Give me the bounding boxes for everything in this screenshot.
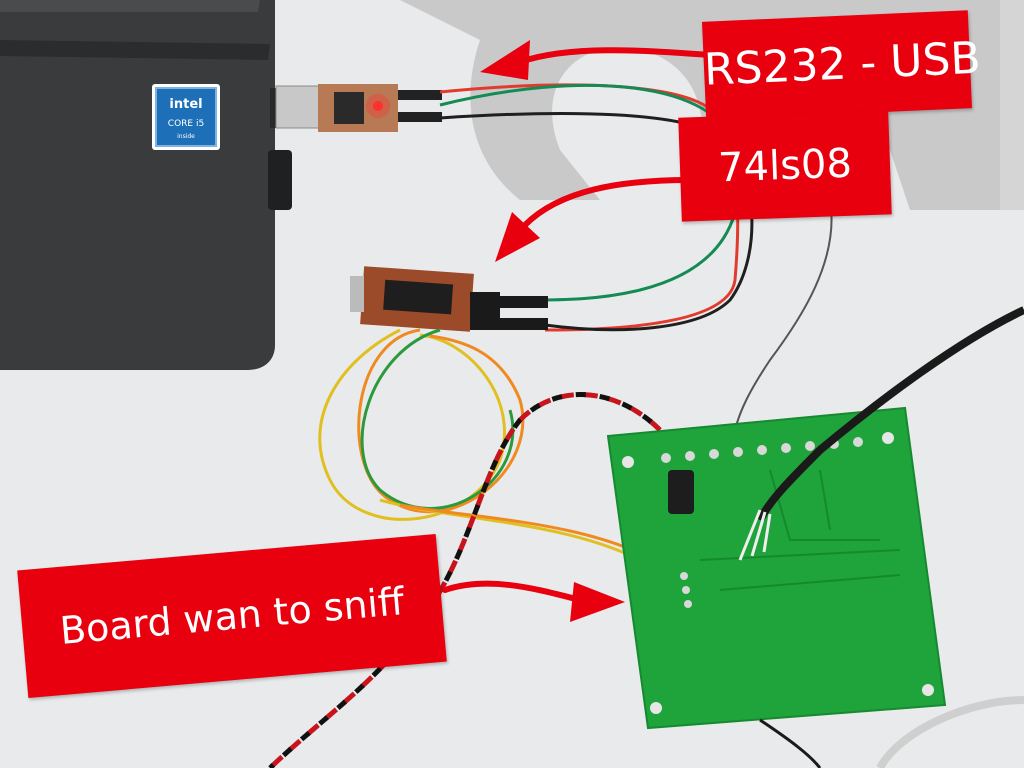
rs232-usb-callout: RS232 - USB <box>701 10 982 120</box>
arrow-heads <box>480 40 625 622</box>
black-cable <box>738 306 1024 768</box>
chip-74ls08-callout: 74ls08 <box>678 110 892 222</box>
intel-inside-text: inside <box>177 133 195 140</box>
annotation-arrows <box>442 47 713 603</box>
grey-wire <box>734 199 833 431</box>
logic-chip-board <box>350 266 548 332</box>
usb-receiver <box>268 150 292 210</box>
target-board <box>606 406 947 730</box>
intel-sticker: intel CORE i5 inside <box>152 84 220 150</box>
usb-serial-adapter <box>275 84 442 132</box>
intel-brand-text: intel <box>169 97 202 112</box>
power-wire <box>268 392 662 768</box>
laptop <box>0 0 292 370</box>
intel-core-text: CORE i5 <box>168 119 204 129</box>
